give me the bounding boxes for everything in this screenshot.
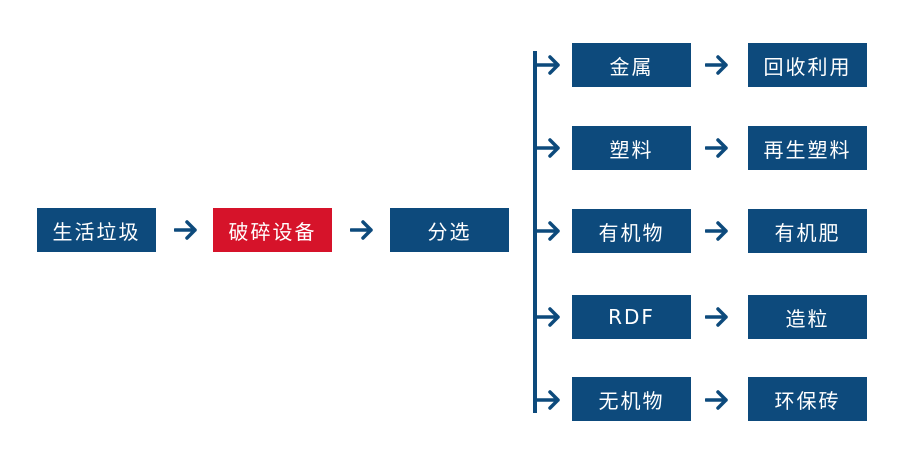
node-material-plastic: 塑料 <box>572 126 691 170</box>
arrow-right-icon <box>705 136 729 160</box>
branch-trunk-line <box>533 51 537 413</box>
node-crushing-equipment: 破碎设备 <box>213 208 332 252</box>
arrow-right-icon <box>537 136 561 160</box>
node-product-recycling: 回收利用 <box>748 43 867 87</box>
arrow-right-icon <box>537 53 561 77</box>
node-material-organic: 有机物 <box>572 209 691 253</box>
arrow-right-icon <box>174 218 198 242</box>
arrow-right-icon <box>537 305 561 329</box>
arrow-right-icon <box>705 305 729 329</box>
node-material-rdf: RDF <box>572 295 691 339</box>
node-product-organic-fertilizer: 有机肥 <box>748 209 867 253</box>
arrow-right-icon <box>705 219 729 243</box>
node-material-inorganic: 无机物 <box>572 377 691 421</box>
node-product-pelletizing: 造粒 <box>748 295 867 339</box>
node-material-metal: 金属 <box>572 43 691 87</box>
arrow-right-icon <box>537 219 561 243</box>
node-product-eco-brick: 环保砖 <box>748 377 867 421</box>
arrow-right-icon <box>705 388 729 412</box>
node-product-recycled-plastic: 再生塑料 <box>748 126 867 170</box>
arrow-right-icon <box>350 218 374 242</box>
node-sorting: 分选 <box>390 208 509 252</box>
arrow-right-icon <box>537 388 561 412</box>
arrow-right-icon <box>705 53 729 77</box>
node-household-waste: 生活垃圾 <box>37 208 156 252</box>
